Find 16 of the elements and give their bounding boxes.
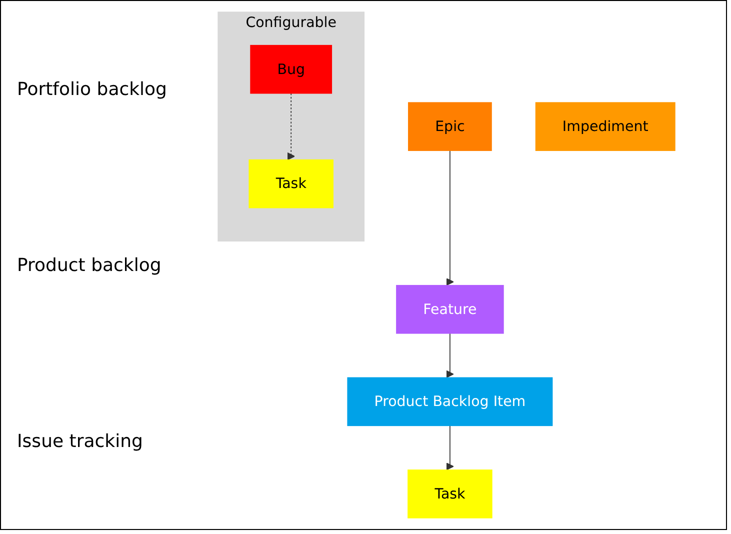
cluster [218, 12, 365, 242]
node-box [396, 284, 504, 334]
node-box [408, 470, 492, 518]
arrow [446, 425, 454, 470]
node-box [347, 377, 553, 426]
arrow [287, 92, 295, 160]
section-label: Portfolio backlog [17, 78, 167, 100]
node-box [248, 159, 334, 208]
node-box [250, 44, 332, 94]
arrow [446, 150, 454, 286]
node-box [408, 102, 492, 151]
hierarchy-diagram: Configurable Bug Task Epic Feature Product Backlog Item Task Impediment [167, 5, 726, 525]
node-box [535, 102, 676, 151]
section-label: Issue tracking [17, 430, 143, 452]
section-label: Product backlog [17, 254, 162, 276]
arrow [446, 332, 454, 378]
